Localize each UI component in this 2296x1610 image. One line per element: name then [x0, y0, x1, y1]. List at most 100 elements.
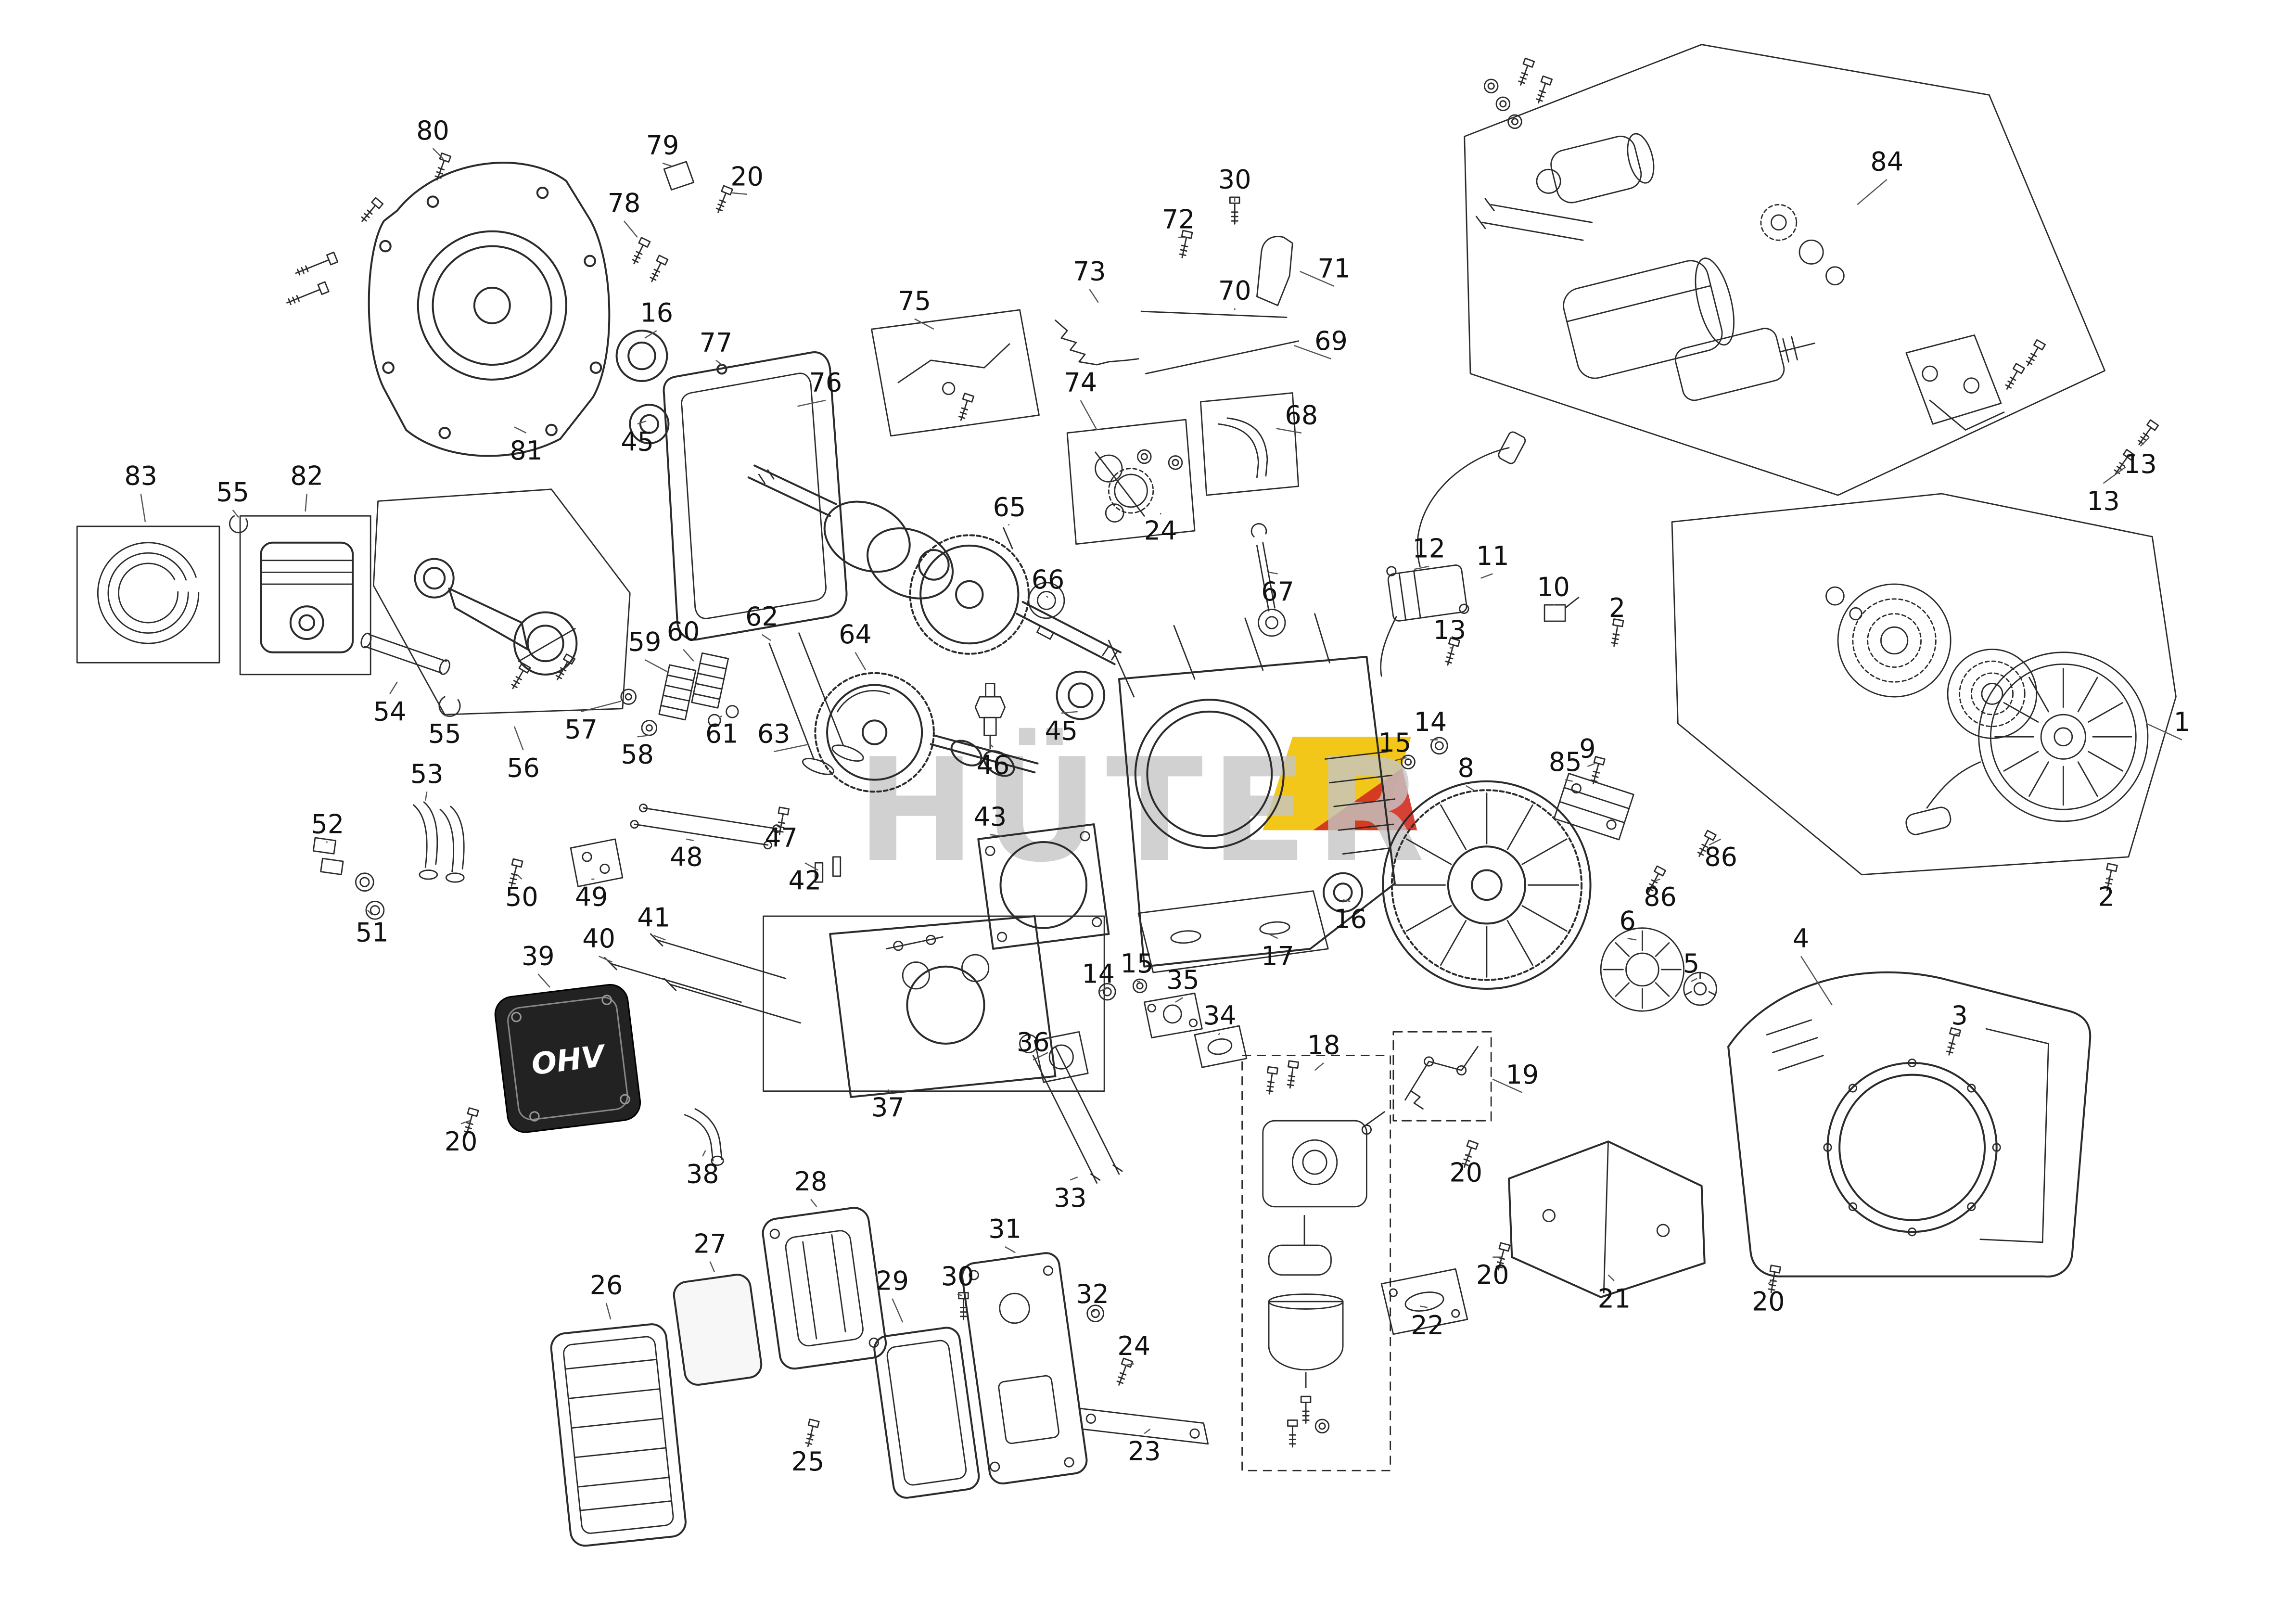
side-cover-gasket-76 — [663, 351, 848, 641]
leader-line — [1607, 1274, 1615, 1281]
leader-line — [637, 734, 650, 738]
part-number-label: 1 — [2174, 707, 2190, 737]
leader-line — [513, 726, 524, 751]
leader-line — [1314, 1062, 1324, 1071]
leader-line — [1857, 179, 1888, 205]
leader-line — [1953, 1033, 1960, 1035]
part-number-label: 64 — [839, 619, 872, 650]
part-number-label: 57 — [564, 714, 598, 744]
part-number-label: 38 — [686, 1159, 719, 1189]
part-number-label: 70 — [1218, 275, 1251, 306]
part-number-label: 82 — [290, 461, 323, 491]
leader-line — [730, 192, 747, 195]
leader-line — [432, 148, 444, 159]
guide-plate-49 — [506, 806, 790, 888]
filter-element-26 — [550, 1323, 687, 1547]
leader-line — [1218, 1033, 1221, 1035]
rocker-bracket-75 — [871, 309, 1040, 437]
part-number-label: 67 — [1261, 576, 1294, 607]
part-number-label: 6 — [1619, 906, 1635, 936]
leader-line — [914, 318, 934, 330]
part-number-label: 54 — [373, 696, 407, 727]
leader-line — [1005, 1246, 1016, 1253]
circlip-55-top — [229, 515, 248, 534]
part-number-label: 5 — [1683, 948, 1699, 979]
leader-line — [599, 956, 612, 963]
spacer-36 — [1033, 1031, 1089, 1083]
part-number-label: 20 — [1752, 1287, 1785, 1317]
part-number-label: 36 — [1017, 1027, 1050, 1057]
watermark: HÜTER — [856, 727, 1425, 894]
part-number-label: 83 — [124, 461, 157, 491]
cover-plate-79 — [629, 161, 733, 284]
spark-plug-wire — [1416, 447, 1510, 567]
leader-line — [1276, 428, 1302, 434]
part-number-label: 56 — [507, 753, 540, 783]
governor-rod-70 — [1140, 310, 1288, 318]
part-number-label: 15 — [1378, 728, 1412, 758]
leader-line — [1420, 1305, 1428, 1308]
part-number-label: 24 — [1117, 1331, 1150, 1361]
leader-line — [140, 493, 146, 522]
leader-line — [1466, 785, 1477, 792]
leader-line — [1394, 757, 1407, 761]
part-number-label: 2 — [2098, 882, 2115, 912]
part-number-label: 30 — [1218, 164, 1251, 194]
oil-pipe-68 — [1199, 392, 1300, 496]
leader-line — [810, 1199, 817, 1207]
leader-line — [709, 1261, 715, 1272]
part-number-label: 65 — [993, 492, 1026, 522]
part-number-label: 11 — [1476, 541, 1509, 571]
intake-gaskets — [1033, 978, 1248, 1083]
part-number-label: 21 — [1598, 1283, 1631, 1314]
part-number-label: 53 — [410, 759, 444, 789]
part-number-label: 78 — [608, 188, 641, 218]
leader-line — [892, 1298, 904, 1323]
leader-line — [2103, 466, 2126, 484]
leader-line — [1691, 978, 1697, 982]
part-number-label: 62 — [745, 601, 778, 632]
part-number-label: 22 — [1411, 1310, 1444, 1341]
part-number-label: 86 — [1704, 842, 1737, 872]
leader-line — [1800, 956, 1833, 1006]
part-number-label: 2 — [1609, 593, 1625, 623]
leader-line — [537, 973, 550, 988]
part-number-label: 43 — [974, 802, 1007, 832]
leader-line — [644, 659, 667, 672]
tappets-53 — [413, 801, 465, 883]
camshaft-64 — [814, 672, 1039, 793]
part-number-label: 14 — [1082, 959, 1115, 989]
leader-line — [2146, 723, 2182, 741]
part-number-label: 37 — [871, 1092, 905, 1123]
part-number-label: 77 — [700, 327, 733, 358]
part-number-label: 74 — [1064, 368, 1097, 398]
part-number-label: 3 — [1952, 1000, 1968, 1031]
cooling-fan-6 — [1600, 927, 1685, 1012]
leader-line — [1033, 1052, 1048, 1061]
head-gasket-43 — [977, 823, 1110, 950]
part-number-label: 73 — [1073, 256, 1106, 286]
part-number-label: 69 — [1314, 326, 1348, 356]
part-number-label: 45 — [1045, 716, 1078, 746]
part-number-label: 35 — [1166, 965, 1199, 995]
part-number-label: 81 — [510, 435, 543, 466]
leader-line — [460, 1120, 470, 1124]
governor-shaft-67 — [1250, 523, 1286, 637]
governor-spring-69 — [1145, 340, 1300, 374]
part-number-label: 13 — [2087, 486, 2120, 516]
part-number-label: 55 — [428, 719, 461, 749]
main-bearing-45 — [1056, 670, 1106, 720]
part-number-label: 16 — [640, 298, 673, 328]
part-number-label: 26 — [590, 1270, 623, 1301]
part-number-label: 32 — [1076, 1279, 1109, 1309]
part-number-label: 46 — [977, 750, 1010, 780]
leader-line — [444, 714, 448, 717]
leader-line — [2140, 437, 2150, 447]
leader-line — [683, 649, 694, 662]
leader-line — [1070, 1176, 1078, 1181]
part-number-label: 84 — [1870, 146, 1903, 177]
part-number-label: 39 — [522, 941, 555, 971]
leader-line — [797, 399, 826, 407]
leader-line — [1565, 779, 1573, 782]
spark-plug-46 — [974, 682, 1006, 750]
